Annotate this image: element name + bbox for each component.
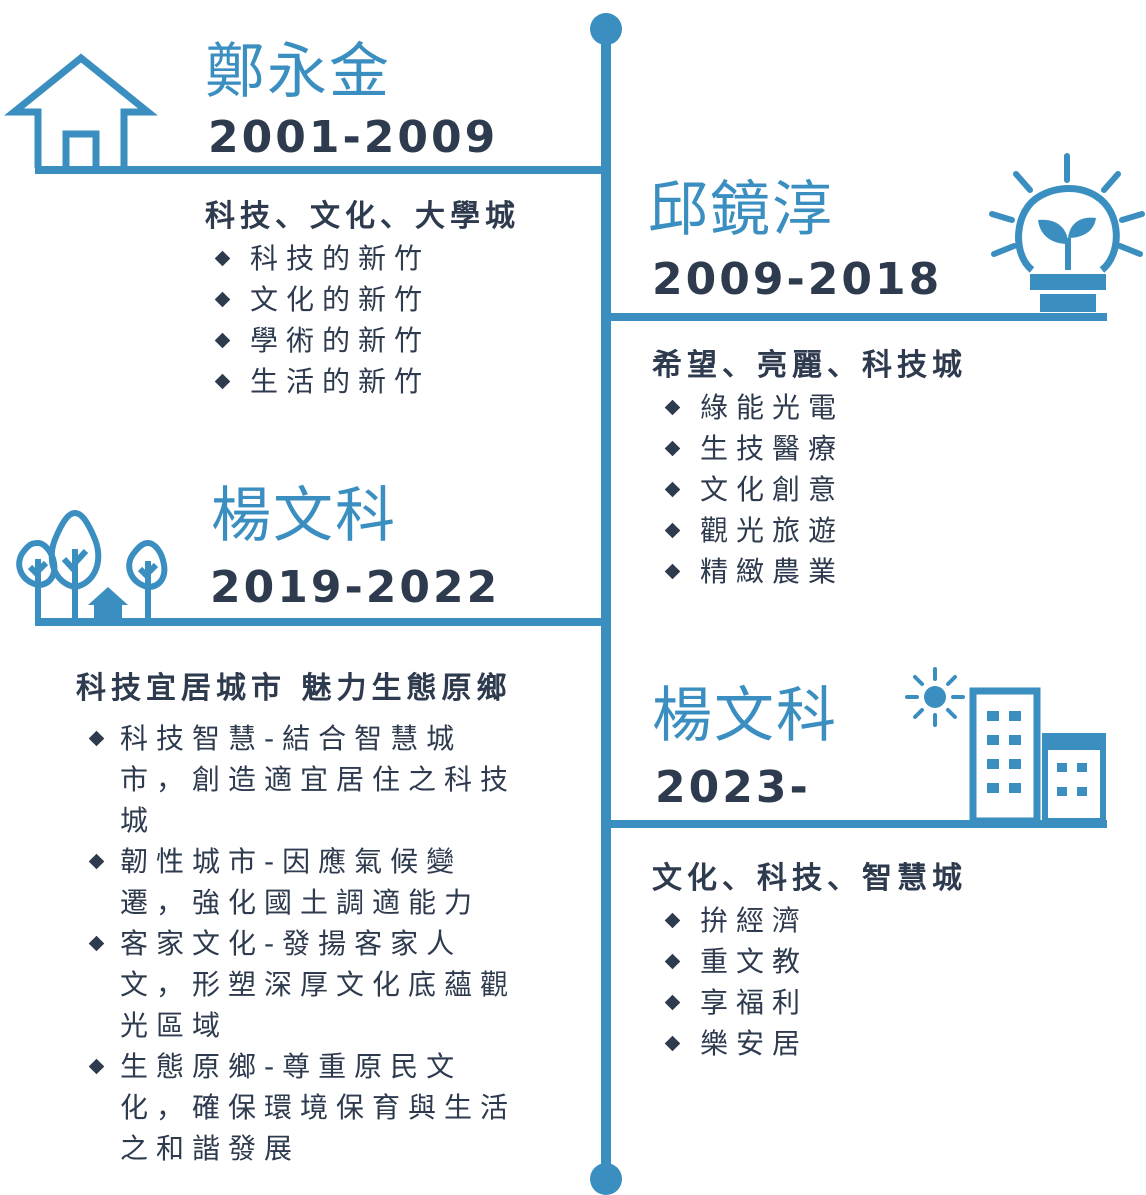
entry-divider — [607, 820, 1107, 828]
house-icon — [4, 53, 158, 168]
policy-item: 科技的新竹 — [212, 238, 430, 279]
lightbulb-sprout-icon — [989, 153, 1145, 312]
policy-item: 韌性城市-因應氣候變遷，強化國土調適能力 — [87, 841, 520, 923]
entry-divider — [35, 166, 607, 174]
policy-list: 科技的新竹 文化的新竹 學術的新竹 生活的新竹 — [212, 238, 430, 402]
policy-list: 科技智慧-結合智慧城市，創造適宜居住之科技城 韌性城市-因應氣候變遷，強化國土調… — [87, 718, 520, 1169]
policy-item: 生態原鄉-尊重原民文化，確保環境保育與生活之和諧發展 — [87, 1046, 520, 1169]
policy-item: 綠能光電 — [662, 387, 844, 428]
policy-item: 學術的新竹 — [212, 320, 430, 361]
policy-item: 客家文化-發揚客家人文，形塑深厚文化底蘊觀光區域 — [87, 923, 520, 1046]
trees-house-icon — [16, 510, 168, 619]
policy-theme: 文化、科技、智慧城 — [652, 861, 967, 896]
timeline-line — [601, 28, 611, 1178]
term-years: 2009-2018 — [652, 254, 943, 305]
mayor-name: 楊文科 — [211, 481, 397, 551]
city-sun-icon — [905, 667, 1106, 825]
policy-item: 文化創意 — [662, 469, 844, 510]
policy-item: 科技智慧-結合智慧城市，創造適宜居住之科技城 — [87, 718, 520, 841]
timeline-start-dot — [590, 13, 622, 45]
policy-list: 綠能光電 生技醫療 文化創意 觀光旅遊 精緻農業 — [662, 387, 844, 592]
policy-item: 文化的新竹 — [212, 279, 430, 320]
policy-theme: 科技宜居城市 魅力生態原鄉 — [76, 671, 512, 706]
term-years: 2023- — [655, 762, 811, 813]
mayor-name: 邱鏡淳 — [648, 175, 834, 245]
policy-item: 生活的新竹 — [212, 361, 430, 402]
term-years: 2019-2022 — [210, 562, 501, 613]
policy-item: 精緻農業 — [662, 551, 844, 592]
mayor-name: 鄭永金 — [205, 37, 391, 107]
policy-list: 拚經濟 重文教 享福利 樂安居 — [662, 900, 808, 1064]
policy-item: 觀光旅遊 — [662, 510, 844, 551]
policy-item: 樂安居 — [662, 1023, 808, 1064]
policy-item: 享福利 — [662, 982, 808, 1023]
policy-item: 重文教 — [662, 941, 808, 982]
policy-item: 生技醫療 — [662, 428, 844, 469]
policy-item: 拚經濟 — [662, 900, 808, 941]
timeline-end-dot — [590, 1163, 622, 1195]
policy-theme: 科技、文化、大學城 — [205, 199, 520, 234]
mayor-name: 楊文科 — [652, 681, 838, 751]
term-years: 2001-2009 — [208, 112, 499, 163]
policy-theme: 希望、亮麗、科技城 — [652, 348, 967, 383]
entry-divider — [607, 313, 1107, 321]
entry-divider — [35, 618, 607, 626]
